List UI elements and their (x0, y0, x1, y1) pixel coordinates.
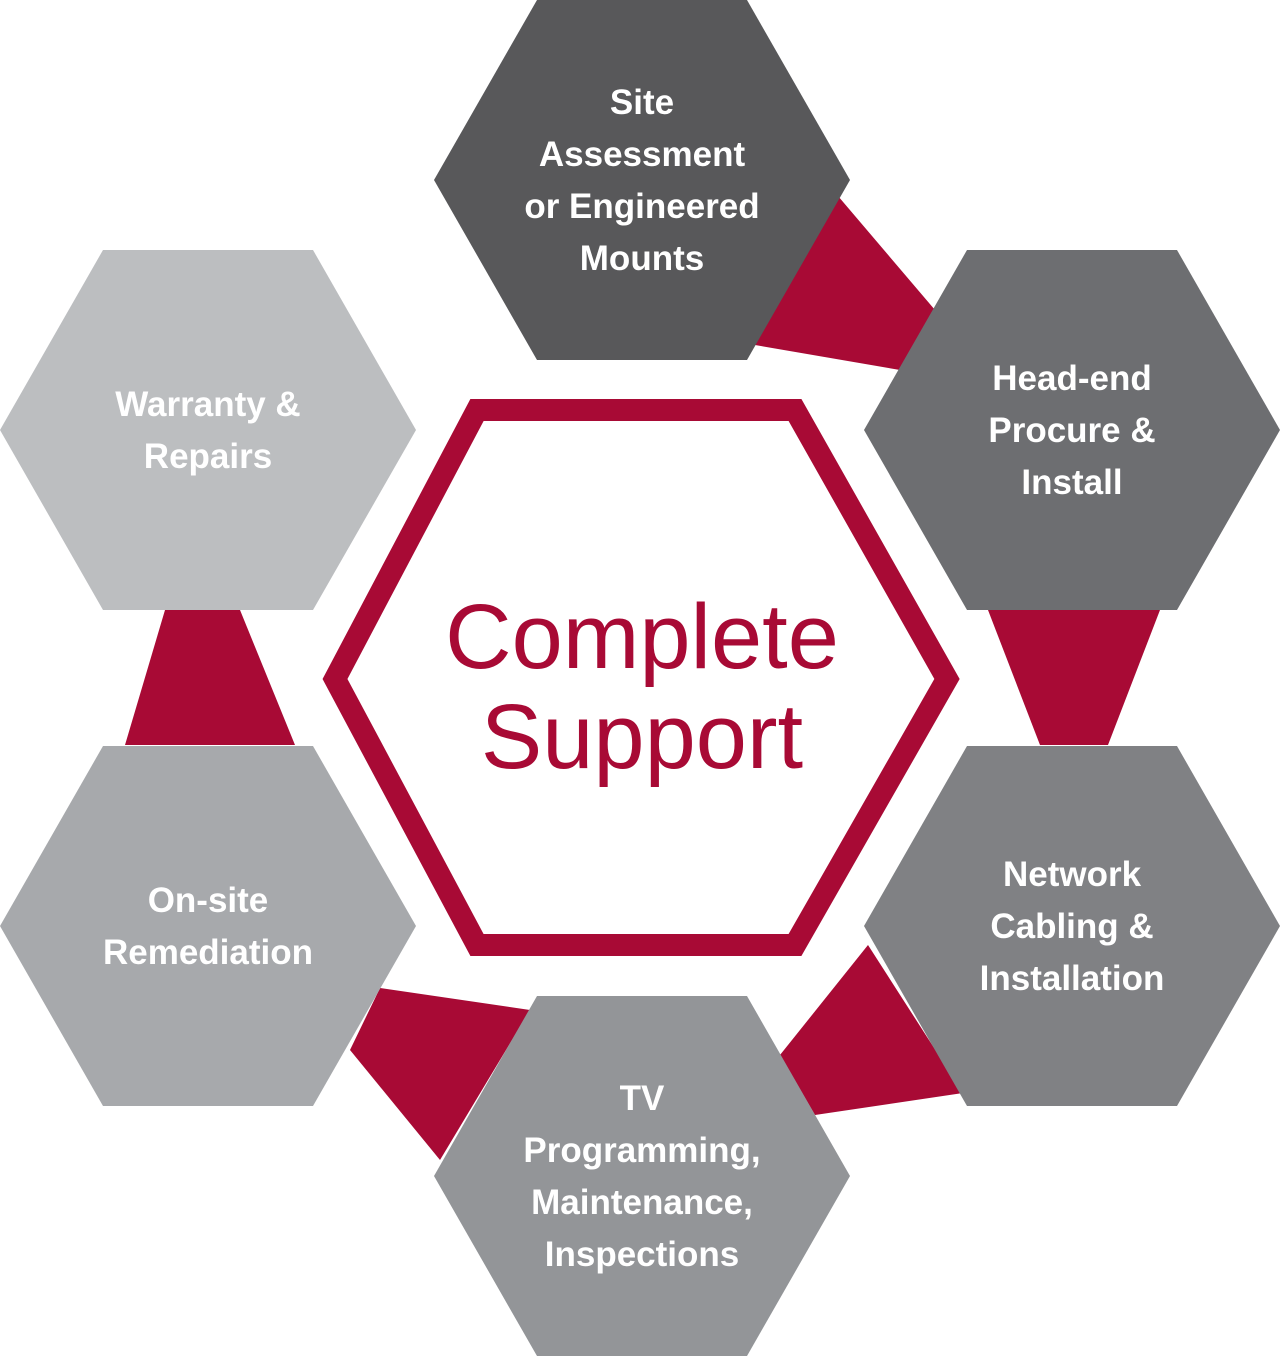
connector-bands (125, 196, 1160, 1160)
connector-network-to-tv (780, 945, 963, 1115)
hexagon-label-line: Cabling & (990, 907, 1153, 946)
hexagon-label-line: Remediation (103, 933, 313, 972)
connector-tv-to-onsite (350, 988, 530, 1160)
hexagon-label-line: Site (610, 83, 674, 122)
hexagon-shape (434, 0, 850, 360)
hexagon-shape (864, 250, 1280, 610)
hexagon-label-line: Procure & (988, 411, 1155, 450)
hexagon-warranty-repairs: Warranty & Repairs (0, 250, 416, 610)
hexagon-tv-programming: TV Programming, Maintenance, Inspections (434, 996, 850, 1356)
hexagon-label-line: or Engineered (524, 187, 759, 226)
connector-site-to-headend (755, 196, 935, 370)
hexagon-shape (864, 746, 1280, 1106)
hexagon-label-line: Repairs (144, 437, 272, 476)
hexagon-label-line: Installation (980, 959, 1165, 998)
hexagon-shape (0, 250, 416, 610)
hexagon-label-line: Mounts (580, 239, 704, 278)
hexagon-label-line: Inspections (545, 1235, 739, 1274)
hexagon-label-line: Assessment (539, 135, 746, 174)
hexagon-label-line: Maintenance, (531, 1183, 753, 1222)
hexagon-label-line: Network (1003, 855, 1142, 894)
center-title-line: Support (481, 686, 803, 788)
hexagon-label-line: Install (1021, 463, 1122, 502)
connector-warranty-to-onsite (125, 610, 295, 745)
center-hexagon (322, 399, 960, 956)
hexagon-label-line: On-site (148, 881, 269, 920)
hexagon-label-line: TV (620, 1079, 665, 1118)
hexagon-label-line: Warranty & (115, 385, 300, 424)
hexagon-label-line: Programming, (523, 1131, 760, 1170)
hexagon-shape (434, 996, 850, 1356)
hexagon-shape (0, 746, 416, 1106)
center-title-line: Complete (445, 586, 839, 688)
connector-headend-to-network (988, 610, 1160, 745)
hexagon-label-line: Head-end (992, 359, 1151, 398)
